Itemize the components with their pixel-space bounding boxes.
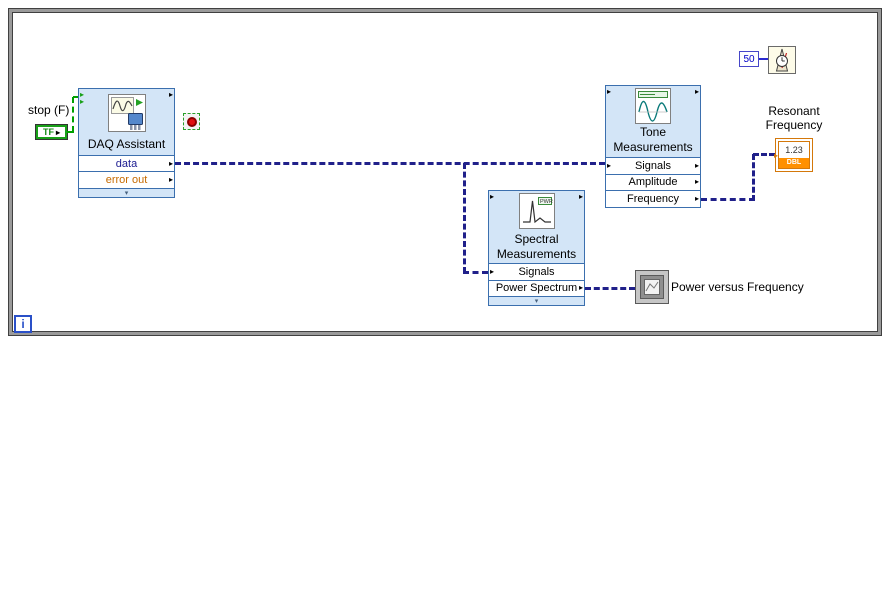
wire-frequency-to-indicator[interactable] [752, 154, 755, 201]
spectral-power-spectrum-label: Power Spectrum [495, 282, 578, 295]
wire-frequency-to-indicator[interactable] [753, 153, 775, 156]
wire-constant-to-wait[interactable] [759, 58, 768, 60]
stop-button-terminal[interactable] [183, 113, 200, 130]
ms-wait-constant[interactable]: 50 [739, 51, 759, 67]
stop-control-label: stop (F) [28, 103, 70, 117]
input-arrow-icon: ▸ [774, 151, 779, 160]
output-arrow-icon: ▸ [694, 194, 699, 204]
output-arrow-icon: ▸ [578, 283, 583, 293]
spectral-measurements-block[interactable]: ▸ ▸ PWR Spectral Measurements ▸ Signals … [488, 190, 585, 306]
daq-output-error-out[interactable]: error out ▸ [79, 171, 174, 189]
tone-signals-label: Signals [634, 159, 672, 172]
spectral-terminal-power-spectrum[interactable]: Power Spectrum ▸ [489, 279, 584, 297]
resonant-frequency-terminal[interactable]: ▸ 1.23 DBL [774, 138, 813, 172]
daq-assistant-block[interactable]: ▸ ▸ ▸ DAQ Assistant data ▸ error out ▸ ▾ [78, 88, 175, 198]
input-arrow-icon: ▸ [607, 160, 612, 170]
tone-frequency-label: Frequency [627, 193, 679, 206]
output-arrow-icon: ▸ [694, 160, 699, 170]
wire-stop-boolean[interactable] [72, 97, 74, 132]
svg-text:PWR: PWR [540, 199, 553, 205]
wire-stop-boolean[interactable] [73, 96, 79, 98]
daq-assistant-icon: ▸ ▸ ▸ [79, 89, 174, 137]
resonant-label-line1: Resonant [768, 104, 820, 118]
numeric-type-badge: DBL [779, 158, 809, 168]
spectral-measurements-title: Spectral Measurements [489, 232, 584, 263]
metronome-icon [768, 46, 796, 74]
output-arrow-icon: ▸ [168, 90, 173, 99]
stop-button-icon [186, 116, 197, 127]
tone-measurements-title: Tone Measurements [606, 125, 700, 156]
expand-chevron-icon[interactable]: ▾ [79, 188, 174, 197]
spectral-measurements-icon: ▸ ▸ PWR [489, 191, 584, 232]
spectral-signals-label: Signals [518, 265, 555, 278]
daq-output-data[interactable]: data ▸ [79, 154, 174, 172]
tone-icon-graphic [635, 87, 671, 124]
input-arrow-icon: ▸ [80, 90, 85, 99]
tone-amplitude-label: Amplitude [628, 176, 678, 189]
output-arrow-icon: ▸ [168, 158, 173, 168]
graph-label: Power versus Frequency [671, 280, 804, 294]
input-arrow-icon: ▸ [490, 266, 495, 276]
tone-terminal-frequency[interactable]: Frequency ▸ [606, 190, 700, 207]
numeric-indicator-icon: 1.23 DBL [778, 141, 810, 169]
stop-boolean-terminal[interactable]: TF ▸ [35, 124, 68, 140]
loop-iteration-terminal[interactable]: i [14, 315, 32, 333]
tone-title-line1: Tone [639, 125, 667, 140]
input-arrow-icon: ▸ [490, 192, 495, 201]
tone-terminal-amplitude[interactable]: Amplitude ▸ [606, 173, 700, 191]
wire-frequency-to-indicator[interactable] [701, 198, 755, 201]
daq-output-error-label: error out [105, 174, 148, 187]
tone-title-line2: Measurements [613, 140, 693, 155]
tone-measurements-icon: ▸ ▸ [606, 86, 700, 125]
expand-chevron-icon[interactable]: ▾ [489, 296, 584, 305]
tf-terminal-text: TF [42, 127, 54, 137]
spectral-title-line1: Spectral [514, 231, 559, 246]
input-arrow-icon: ▸ [607, 87, 612, 96]
daq-assistant-title: DAQ Assistant [87, 137, 166, 152]
output-arrow-icon: ▸ [578, 192, 583, 201]
wire-branch-to-spectral[interactable] [463, 163, 466, 273]
wire-branch-to-spectral[interactable] [463, 271, 488, 274]
graph-icon [635, 270, 669, 304]
wire-daq-data-to-tone[interactable] [175, 162, 605, 165]
terminal-arrow-icon: ▸ [55, 127, 60, 137]
numeric-indicator-value: 1.23 [785, 145, 803, 155]
output-arrow-icon: ▸ [168, 175, 173, 185]
output-arrow-icon: ▸ [694, 87, 699, 96]
resonant-frequency-label: Resonant Frequency [754, 104, 834, 132]
daq-output-data-label: data [115, 157, 138, 170]
tone-terminal-signals[interactable]: ▸ Signals ▸ [606, 156, 700, 174]
waveform-graph-terminal[interactable] [635, 270, 669, 304]
spectral-icon-graphic: PWR [518, 193, 555, 230]
spectral-terminal-signals[interactable]: ▸ Signals [489, 263, 584, 280]
wire-power-spectrum-to-graph[interactable] [585, 287, 635, 290]
wire-stop-boolean[interactable] [67, 131, 74, 133]
output-arrow-icon: ▸ [694, 177, 699, 187]
resonant-label-line2: Frequency [765, 118, 823, 132]
input-arrow-icon: ▸ [80, 97, 85, 106]
tone-measurements-block[interactable]: ▸ ▸ Tone Measurements ▸ Signals ▸ Amplit… [605, 85, 701, 208]
daq-icon-graphic [107, 94, 146, 133]
wait-until-next-ms-multiple-node[interactable] [768, 46, 796, 74]
spectral-title-line2: Measurements [496, 246, 577, 261]
while-loop-border[interactable] [8, 8, 882, 336]
